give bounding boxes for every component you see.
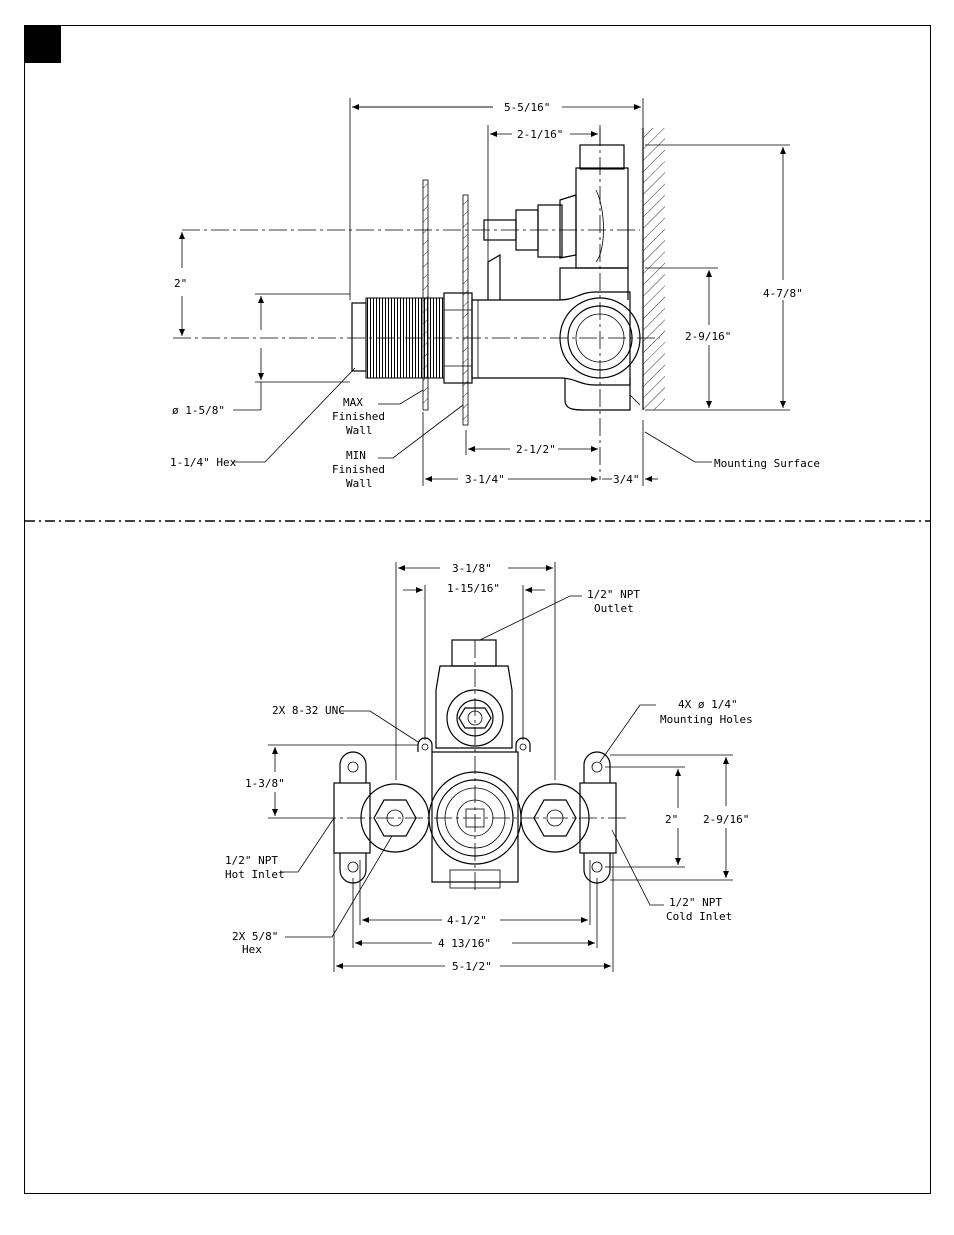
dim-label: 2-9/16" xyxy=(703,813,749,826)
hot-inlet xyxy=(334,752,429,883)
mounting-surface-callout: Mounting Surface xyxy=(645,432,820,470)
dim-label: 2-1/16" xyxy=(517,128,563,141)
dim-hole-spacing-v: 2" xyxy=(605,767,685,867)
dim-label: 2-9/16" xyxy=(685,330,731,343)
mounting-surface-label: Mounting Surface xyxy=(714,457,820,470)
dim-overall-height-front: 2-9/16" xyxy=(610,755,749,880)
hot-inlet-callout: 1/2" NPT Hot Inlet xyxy=(225,818,334,881)
threaded-bonnet xyxy=(352,293,472,383)
dim-outlet-spacing: 1-15/16" xyxy=(403,582,545,740)
dim-label: 1-15/16" xyxy=(447,582,500,595)
dim-label: 5-1/2" xyxy=(452,960,492,973)
dim-label: 4-1/2" xyxy=(447,914,487,927)
dim-label: 3-1/4" xyxy=(465,473,505,486)
cold-inlet-label-1: 1/2" NPT xyxy=(669,896,722,909)
hex-label-2: Hex xyxy=(242,943,262,956)
cold-inlet-callout: 1/2" NPT Cold Inlet xyxy=(612,830,732,923)
dim-label: 1-3/8" xyxy=(245,777,285,790)
wall-hatch xyxy=(643,128,665,410)
dim-body-depth: 2-1/2" xyxy=(466,430,598,456)
max-wall-callout: MAX Finished Wall xyxy=(332,390,423,437)
dim-overall-height: 4-7/8" xyxy=(645,145,803,410)
min-wall-label-2: Finished xyxy=(332,463,385,476)
min-wall-label-1: MIN xyxy=(346,449,366,462)
outlet-label-1: 1/2" NPT xyxy=(587,588,640,601)
side-view: 5-5/16" 2-1/16" 2" ø 1-5/8" xyxy=(170,98,820,490)
dim-overall-width: 5-5/16" xyxy=(350,98,643,300)
dim-label: 2" xyxy=(665,813,678,826)
dim-hole-height: 1-3/8" xyxy=(245,745,418,818)
hot-inlet-label-2: Hot Inlet xyxy=(225,868,285,881)
dim-label: 4-7/8" xyxy=(763,287,803,300)
hot-inlet-label-1: 1/2" NPT xyxy=(225,854,278,867)
max-wall-label-3: Wall xyxy=(346,424,373,437)
front-view: 3-1/8" 1-15/16" 1/2" NPT Outlet 2X 8-32 … xyxy=(225,562,753,973)
dim-overall-width-front: 5-1/2" xyxy=(334,853,613,973)
max-wall-label-2: Finished xyxy=(332,410,385,423)
dim-label: 3-1/8" xyxy=(452,562,492,575)
cold-inlet-label-2: Cold Inlet xyxy=(666,910,732,923)
outlet-callout: 1/2" NPT Outlet xyxy=(480,588,640,640)
cold-inlet xyxy=(521,752,616,883)
bore-diameter-label: ø 1-5/8" xyxy=(172,404,225,417)
dim-bore-diameter: ø 1-5/8" xyxy=(172,294,350,417)
outlet-fitting xyxy=(436,640,512,748)
max-wall-label-1: MAX xyxy=(343,396,363,409)
mounting-holes-label-2: Mounting Holes xyxy=(660,713,753,726)
valve-body-front xyxy=(418,738,530,888)
valve-body xyxy=(472,145,640,410)
mounting-holes-callout: 4X ø 1/4" Mounting Holes xyxy=(600,698,753,762)
outlet-label-2: Outlet xyxy=(594,602,634,615)
hex-label-1: 2X 5/8" xyxy=(232,930,278,943)
dim-label: 5-5/16" xyxy=(504,101,550,114)
dim-label: 3/4" xyxy=(613,473,640,486)
dim-label: 2-1/2" xyxy=(516,443,556,456)
dim-vertical-offset: 2" xyxy=(174,232,187,336)
hex-callout: 1-1/4" Hex xyxy=(170,368,355,469)
hex-label: 1-1/4" Hex xyxy=(170,456,237,469)
mounting-holes-label-1: 4X ø 1/4" xyxy=(678,698,738,711)
dim-label: 2" xyxy=(174,277,187,290)
dim-label: 4 13/16" xyxy=(438,937,491,950)
min-wall-label-3: Wall xyxy=(346,477,373,490)
screws-label: 2X 8-32 UNC xyxy=(272,704,345,717)
